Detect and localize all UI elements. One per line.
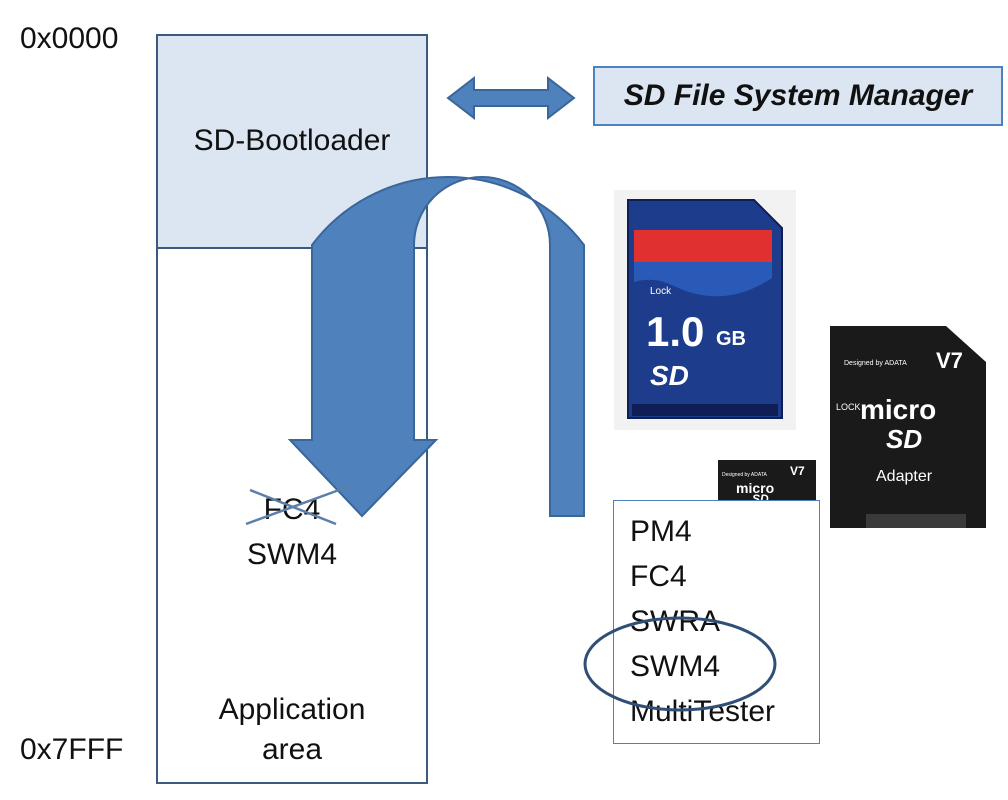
adapter-brand-mark: V7 [936,348,963,373]
address-start-label: 0x0000 [20,22,119,55]
file-item-multitester: MultiTester [630,695,776,728]
application-label-line1: Application [218,693,366,726]
microsd-brand-mark: V7 [790,464,805,478]
microsd-adapter-image: Designed by ADATA V7 LOCK micro SD Adapt… [826,322,990,532]
adapter-graphic [830,326,986,528]
adapter-logo-bottom: SD [886,424,923,454]
new-firmware-label: SWM4 [247,538,337,571]
application-label-line2: area [261,733,323,766]
strike-line-b [245,484,351,526]
sd-lock-label: Lock [650,286,672,297]
sd-logo: SD [650,360,689,391]
address-end-label: 0x7FFF [20,733,124,766]
file-item-swm4: SWM4 [630,650,720,683]
adapter-designer: Designed by ADATA [844,360,907,367]
adapter-logo-top: micro [860,394,937,425]
adapter-label: Adapter [876,468,933,485]
load-firmware-arrow [287,176,585,518]
bootloader-label: SD-Bootloader [193,124,391,157]
file-item-fc4: FC4 [630,560,687,593]
fs-manager-box: SD File System Manager [593,66,1003,126]
microsd-logo-top: micro [736,480,775,496]
adapter-lock-label: LOCK [836,402,861,412]
sd-capacity-unit: GB [716,328,746,350]
bidirectional-arrow [446,75,576,121]
sd-capacity: 1.0 [646,308,705,355]
sd-card-graphic [627,199,783,419]
application-area-label: Application area [158,690,426,770]
sd-card-image: Lock 1.0 GB SD [614,190,796,430]
selection-ellipse [583,616,777,712]
file-item-pm4: PM4 [630,515,692,548]
microsd-designer: Designed by ADATA [722,472,767,478]
